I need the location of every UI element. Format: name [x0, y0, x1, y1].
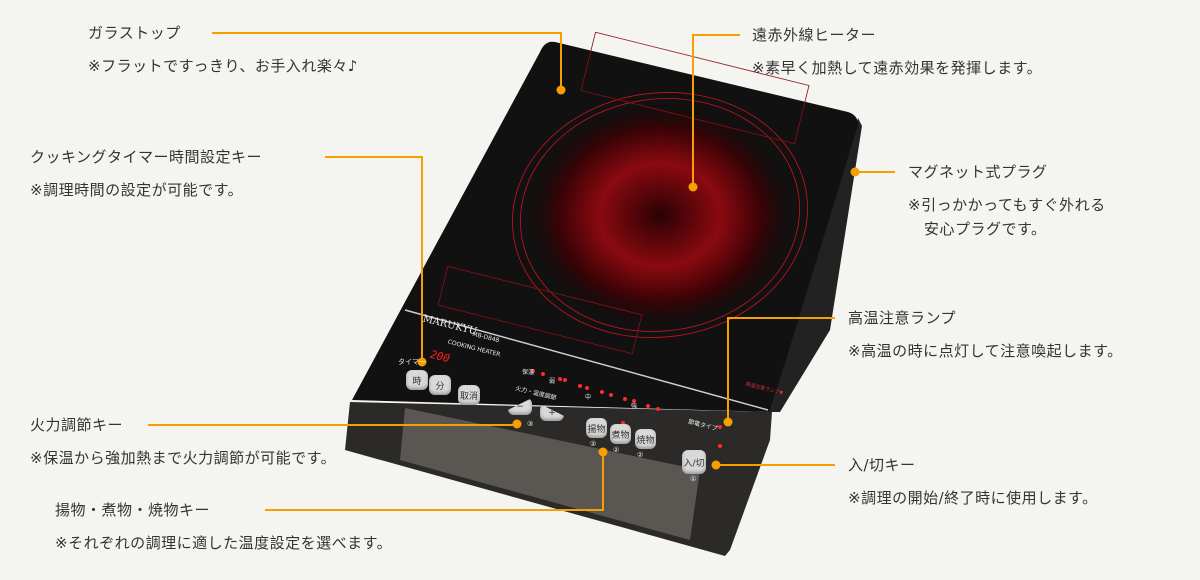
- callout-title: 遠赤外線ヒーター: [752, 26, 877, 44]
- timer-label: タイマー: [398, 358, 426, 366]
- heater-ring-outer: [512, 92, 808, 338]
- callout-desc-2: 安心プラグです。: [924, 220, 1047, 238]
- level-high: 強: [631, 403, 638, 410]
- callout-desc: ※調理の開始/終了時に使用します。: [848, 489, 1098, 507]
- callout-title: 高温注意ランプ: [848, 309, 957, 327]
- callout-title: マグネット式プラグ: [908, 163, 1048, 181]
- warning-label: [580, 31, 810, 145]
- heat-key-number: ③: [527, 420, 534, 428]
- leader-timer: [325, 156, 423, 362]
- grill-number: ②: [637, 451, 644, 459]
- callout-title: ガラストップ: [88, 24, 181, 42]
- leader-heater: [692, 34, 740, 187]
- fry-number: ②: [590, 440, 597, 448]
- callout-timer: クッキングタイマー時間設定キー ※調理時間の設定が可能です。: [30, 147, 262, 200]
- callout-desc: ※高温の時に点灯して注意喚起します。: [848, 342, 1123, 360]
- level-low: 弱: [549, 378, 556, 385]
- heater-ring-inner: [520, 98, 800, 332]
- callout-power-key: 入/切キー ※調理の開始/終了時に使用します。: [848, 455, 1098, 508]
- fry-button[interactable]: 揚物: [586, 418, 607, 438]
- power-number: ①: [690, 475, 697, 483]
- callout-mode-keys: 揚物・煮物・焼物キー ※それぞれの調理に適した温度設定を選べます。: [55, 500, 392, 553]
- cancel-button[interactable]: 取消: [458, 385, 480, 405]
- callout-title: 揚物・煮物・焼物キー: [55, 501, 211, 519]
- callout-desc: ※保温から強加熱まで火力調節が可能です。: [30, 449, 337, 467]
- callout-title: クッキングタイマー時間設定キー: [30, 148, 263, 166]
- callout-lines: [148, 32, 895, 511]
- warning-label-2: [437, 265, 643, 355]
- callout-desc: ※それぞれの調理に適した温度設定を選べます。: [55, 534, 393, 552]
- level-mid: 中: [585, 394, 592, 401]
- level-leds: [531, 369, 722, 448]
- callout-desc: ※引っかかってもすぐ外れる: [908, 196, 1106, 214]
- leader-modes: [265, 452, 604, 511]
- cooker-front-face: [400, 408, 700, 540]
- callout-magnet-plug: マグネット式プラグ ※引っかかってもすぐ外れる 安心プラグです。: [908, 162, 1106, 239]
- callout-desc: ※フラットですっきり、お手入れ楽々♪: [88, 57, 358, 75]
- power-button[interactable]: 入/切: [682, 450, 706, 474]
- hour-button[interactable]: 時: [406, 370, 428, 390]
- callout-title: 火力調節キー: [30, 416, 124, 434]
- level-hold: 保温: [522, 369, 535, 376]
- heater-glow: [525, 100, 795, 330]
- callout-title: 入/切キー: [848, 456, 916, 474]
- minute-button[interactable]: 分: [429, 375, 451, 395]
- panel-divider: [404, 309, 769, 411]
- callout-desc: ※素早く加熱して遠赤効果を発揮します。: [752, 59, 1043, 77]
- callout-desc: ※調理時間の設定が可能です。: [30, 181, 244, 199]
- callout-glass-top: ガラストップ ※フラットですっきり、お手入れ楽々♪: [88, 23, 358, 76]
- callout-heat-adjust: 火力調節キー ※保温から強加熱まで火力調節が可能です。: [30, 415, 336, 468]
- grill-button[interactable]: 焼物: [635, 429, 656, 449]
- leader-lamp: [727, 317, 835, 422]
- callout-dots: [417, 85, 860, 470]
- callout-lamp: 高温注意ランプ ※高温の時に点灯して注意喚起します。: [848, 308, 1123, 361]
- cooker-right-side: [770, 118, 862, 412]
- simmer-number: ②: [613, 446, 620, 454]
- simmer-button[interactable]: 煮物: [610, 424, 631, 444]
- callout-heater: 遠赤外線ヒーター ※素早く加熱して遠赤効果を発揮します。: [752, 25, 1042, 78]
- leader-glass-top: [212, 32, 562, 90]
